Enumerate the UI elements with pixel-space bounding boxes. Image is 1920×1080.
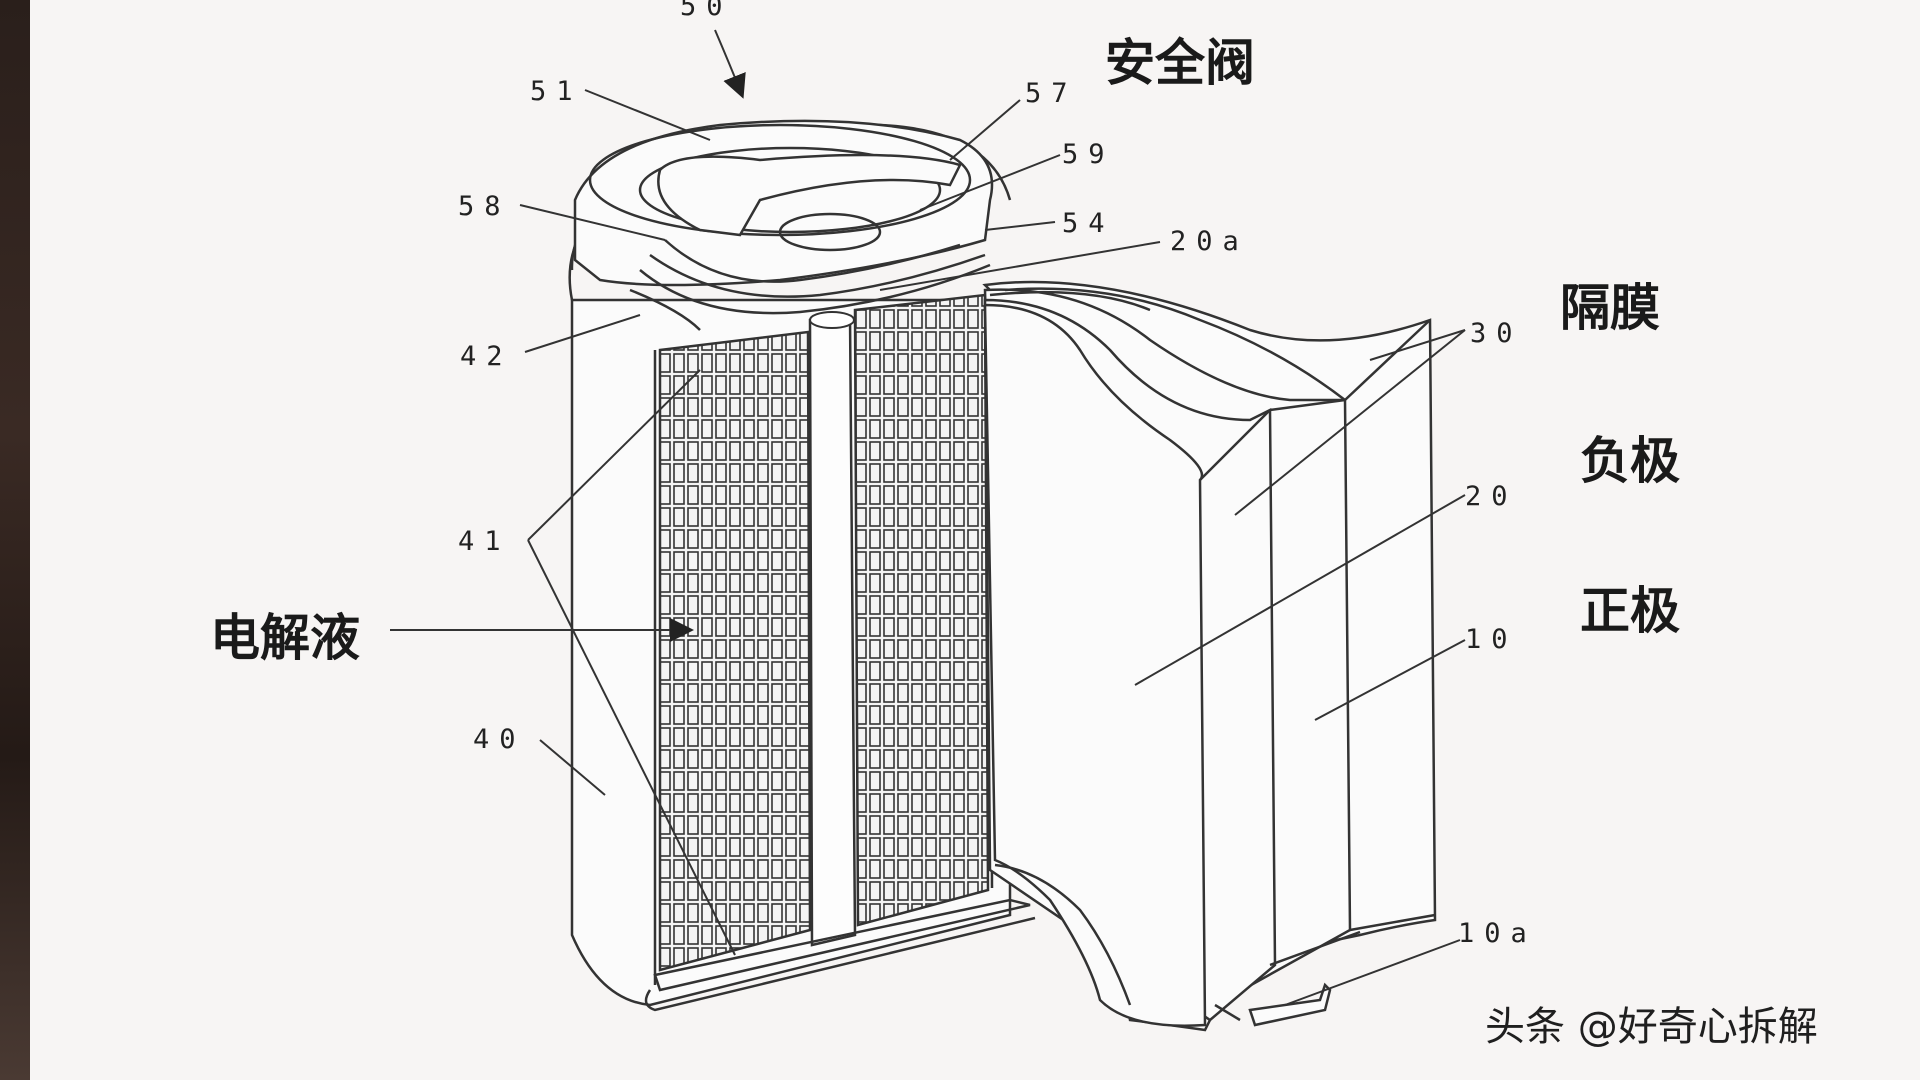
label-10a: 10a <box>1458 918 1537 949</box>
annotation-safety-valve: 安全阀 <box>1105 34 1255 92</box>
label-57: 57 <box>1025 78 1078 109</box>
label-42: 42 <box>460 341 513 372</box>
label-20: 20 <box>1465 481 1518 512</box>
electrode-stack-right <box>853 293 990 927</box>
label-51: 51 <box>530 76 583 107</box>
bottom-rim <box>644 898 1036 1012</box>
label-54: 54 <box>1062 208 1115 239</box>
label-30: 30 <box>1470 318 1523 349</box>
annotation-positive: 正极 <box>1580 582 1680 640</box>
annotation-negative: 负极 <box>1580 432 1680 490</box>
label-41: 41 <box>458 526 511 557</box>
watermark: 头条 @好奇心拆解 <box>1485 1004 1818 1050</box>
label-58: 58 <box>458 191 511 222</box>
annotation-electrolyte: 电解液 <box>210 609 360 667</box>
label-10: 10 <box>1465 624 1518 655</box>
label-20a: 20a <box>1170 226 1249 257</box>
annotation-separator: 隔膜 <box>1560 279 1660 337</box>
electrode-stack-left <box>658 330 812 972</box>
leader-lines <box>390 29 1466 1006</box>
left-edge-strip <box>0 0 30 1080</box>
label-40: 40 <box>473 724 526 755</box>
unrolled-sheets <box>982 280 1437 1032</box>
label-59: 59 <box>1062 139 1115 170</box>
label-50: 50 <box>680 0 733 22</box>
safety-valve-cap <box>573 119 994 331</box>
center-pin <box>808 311 857 947</box>
